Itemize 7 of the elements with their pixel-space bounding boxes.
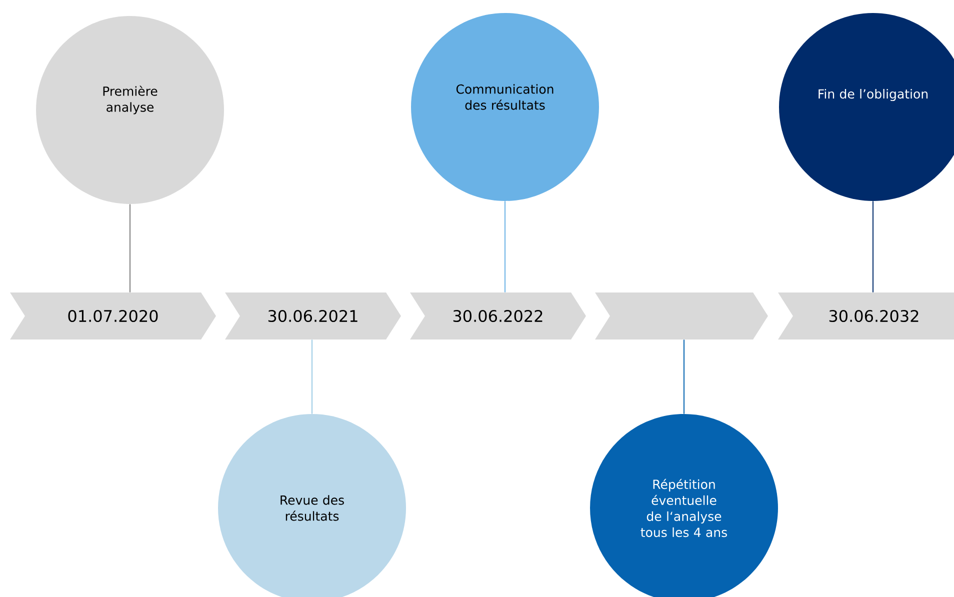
connector-line	[504, 200, 506, 293]
timeline-step: 30.06.2032	[778, 292, 954, 340]
timeline-step: 30.06.2022	[410, 292, 586, 340]
timeline-step: 01.07.2020	[10, 292, 216, 340]
timeline-step: 30.06.2021	[225, 292, 401, 340]
timeline-step	[595, 292, 768, 340]
connector-line	[872, 200, 874, 293]
